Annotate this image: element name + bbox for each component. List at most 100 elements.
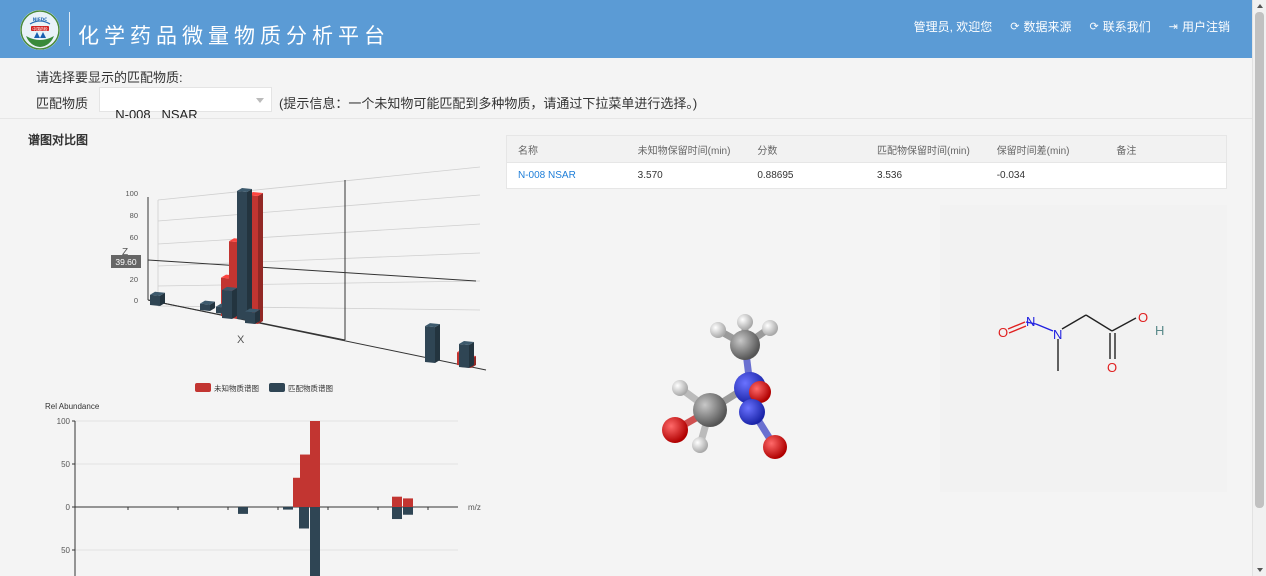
- molecule-3d-viewer[interactable]: [650, 300, 810, 470]
- matched-bar-front: [425, 326, 435, 363]
- matched-bar-front: [245, 311, 255, 324]
- axis-line: [147, 259, 477, 282]
- structure-2d-panel: O N N O O H: [940, 205, 1227, 492]
- atom-label-n: N: [1053, 327, 1062, 342]
- scroll-thumb[interactable]: [1255, 12, 1264, 508]
- matched-bar-front: [200, 303, 210, 311]
- unknown-bar[interactable]: [293, 477, 303, 507]
- matched-bar[interactable]: [245, 308, 260, 324]
- matched-bar[interactable]: [237, 188, 252, 320]
- nav-logout[interactable]: ⇥用户注销: [1169, 18, 1230, 35]
- unknown-bar[interactable]: [403, 498, 413, 507]
- matched-bar-top: [245, 308, 260, 313]
- matched-bar[interactable]: [200, 300, 215, 311]
- matched-bar-top: [237, 188, 252, 192]
- nav-data-source-label: 数据来源: [1023, 20, 1072, 34]
- chevron-down-icon: [256, 98, 264, 103]
- matched-bar[interactable]: [150, 291, 165, 306]
- matched-bar-side: [469, 341, 474, 368]
- matched-bar-side: [247, 189, 252, 320]
- cell-rt-diff: -0.034: [996, 170, 1026, 181]
- cell-name-link[interactable]: N-008 NSAR: [518, 170, 576, 181]
- nav-contact-label: 联系我们: [1102, 20, 1151, 34]
- cell-match-rt: 3.536: [877, 170, 903, 181]
- nifdc-logo: 中国药检 NIFDC: [20, 10, 60, 50]
- y-axis-title: Rel Abundance: [45, 402, 100, 411]
- grid-line: [157, 223, 481, 245]
- scroll-down-arrow[interactable]: [1257, 568, 1263, 572]
- table-header: 名称 未知物保留时间(min) 分数 匹配物保留时间(min) 保留时间差(mi…: [507, 136, 1226, 163]
- axis-pointer-value: 39.60: [115, 257, 137, 267]
- logo-sub-text: 中国药检: [32, 26, 47, 31]
- x-axis-label: X: [237, 334, 245, 346]
- matched-bar-front: [150, 294, 160, 306]
- atom-n: [739, 399, 765, 425]
- atom-label-o: O: [1138, 310, 1148, 325]
- matched-bar[interactable]: [299, 507, 309, 529]
- matched-bar[interactable]: [283, 507, 293, 510]
- cell-unknown-rt: 3.570: [637, 170, 663, 181]
- y-tick-label: 50: [61, 546, 70, 555]
- page-scrollbar[interactable]: [1252, 0, 1266, 576]
- app-title: 化学药品微量物质分析平台: [78, 24, 390, 48]
- top-nav: 管理员, 欢迎您 ⟳数据来源 ⟳联系我们 ⇥用户注销: [914, 18, 1230, 35]
- unknown-bar[interactable]: [392, 496, 402, 507]
- matched-bar-side: [210, 301, 215, 311]
- col-header-match-rt: 匹配物保留时间(min): [877, 145, 970, 157]
- match-substance-label: 匹配物质: [36, 96, 89, 111]
- scroll-up-arrow[interactable]: [1257, 4, 1263, 8]
- axis-pointer-box: [111, 255, 141, 268]
- legend-label-matched[interactable]: 匹配物质谱图: [288, 383, 333, 393]
- atom-h: [692, 437, 708, 453]
- logout-icon: ⇥: [1168, 21, 1178, 33]
- unknown-bar[interactable]: [300, 454, 310, 507]
- matched-bar-top: [425, 323, 440, 328]
- matched-bar[interactable]: [403, 507, 413, 515]
- matched-bar-front: [222, 289, 232, 319]
- matched-bar[interactable]: [425, 323, 440, 363]
- nav-contact[interactable]: ⟳联系我们: [1090, 18, 1151, 35]
- y-tick-label: 100: [57, 417, 71, 426]
- atom-h: [737, 314, 753, 330]
- matched-bar[interactable]: [238, 507, 248, 514]
- legend-label-unknown[interactable]: 未知物质谱图: [214, 383, 259, 393]
- select-prompt: 请选择要显示的匹配物质:: [36, 70, 183, 85]
- z-tick-label: 80: [130, 211, 138, 220]
- matched-bar-top: [459, 340, 474, 345]
- atom-c: [730, 330, 760, 360]
- y-tick-label: 50: [61, 460, 70, 469]
- hint-text: (提示信息：一个未知物可能匹配到多种物质，请通过下拉菜单进行选择。): [279, 96, 698, 111]
- welcome-text: 管理员, 欢迎您: [914, 18, 993, 35]
- structure-2d-drawing: O N N O O H: [998, 310, 1164, 375]
- refresh-icon: ⟳: [1089, 21, 1099, 33]
- atom-o: [763, 435, 787, 459]
- grid-line: [157, 194, 481, 222]
- atom-label-h: H: [1155, 323, 1164, 338]
- matched-bar-top: [150, 291, 165, 296]
- y-tick-label: 0: [66, 503, 71, 512]
- matched-bar[interactable]: [459, 340, 474, 368]
- matched-bar[interactable]: [310, 507, 320, 576]
- nav-logout-label: 用户注销: [1181, 20, 1230, 34]
- nav-data-source[interactable]: ⟳数据来源: [1010, 18, 1071, 35]
- match-substance-select[interactable]: N-008 NSAR: [99, 87, 272, 122]
- chart-section-title: 谱图对比图: [28, 133, 89, 147]
- welcome-label: 管理员, 欢迎您: [913, 20, 993, 34]
- atom-c: [693, 393, 727, 427]
- matched-bar-front: [459, 343, 469, 368]
- matched-bar-side: [435, 324, 440, 363]
- atom-h: [762, 320, 778, 336]
- z-tick-label: 60: [130, 233, 138, 242]
- atom-h: [672, 380, 688, 396]
- matched-bar[interactable]: [392, 507, 402, 520]
- col-header-unknown-rt: 未知物保留时间(min): [637, 145, 731, 157]
- table-row: N-008 NSAR 3.570 0.88695 3.536 -0.034: [507, 163, 1226, 188]
- matched-bar[interactable]: [222, 286, 237, 319]
- z-tick-label: 0: [134, 296, 138, 305]
- unknown-bar-side: [258, 193, 263, 324]
- unknown-bar[interactable]: [310, 421, 320, 507]
- top-header-bar: 中国药检 NIFDC 化学药品微量物质分析平台 管理员, 欢迎您 ⟳数据来源 ⟳…: [0, 0, 1252, 58]
- grid-line: [157, 280, 481, 287]
